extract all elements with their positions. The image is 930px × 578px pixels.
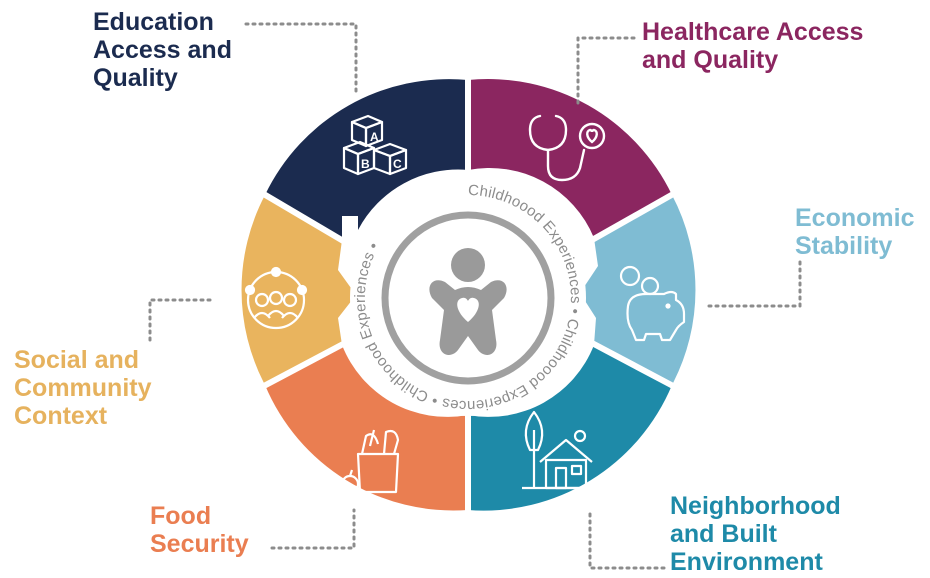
label-social: Social and Community Context [14, 346, 152, 430]
label-line: and Quality [642, 46, 779, 74]
label-healthcare: Healthcare Access and Quality [642, 18, 863, 74]
segment-education [265, 79, 468, 241]
label-line: Community [14, 374, 152, 402]
connector-food [270, 508, 356, 550]
label-line: Social and [14, 346, 140, 374]
label-line: Quality [93, 64, 178, 92]
block-letter-c: C [393, 157, 402, 171]
community-people-icon [246, 268, 306, 328]
block-letter-b: B [361, 157, 370, 171]
label-line: Neighborhood [670, 492, 841, 520]
label-economic: Economic Stability [795, 204, 914, 260]
abc-blocks-icon: A B C [344, 116, 406, 174]
connector-neighborhood [588, 510, 666, 570]
block-letter-a: A [370, 130, 379, 144]
grocery-bag-icon [342, 430, 398, 492]
label-line: Security [150, 530, 249, 558]
label-line: Access and [93, 36, 232, 64]
connector-education [244, 22, 358, 98]
inner-ring [381, 211, 555, 385]
label-line: Education [93, 8, 214, 36]
segment-economic [580, 195, 696, 385]
house-tree-icon [522, 412, 596, 488]
label-food: Food Security [150, 502, 249, 558]
child-figure-icon [429, 248, 507, 355]
segment-neighborhood [468, 345, 672, 511]
label-line: Environment [670, 548, 823, 576]
label-line: Food [150, 502, 212, 530]
stethoscope-heart-icon [530, 116, 604, 180]
connector-economic [704, 260, 802, 308]
label-line: Economic [795, 204, 915, 232]
segment-dividers [260, 70, 677, 520]
connector-healthcare [576, 36, 636, 106]
connector-social [148, 298, 212, 342]
label-neighborhood: Neighborhood and Built Environment [670, 492, 841, 576]
label-line: Healthcare Access [642, 18, 864, 46]
piggy-bank-icon [621, 267, 684, 340]
label-line: and Built [670, 520, 777, 548]
label-line: Stability [795, 232, 893, 260]
segment-food [265, 345, 468, 511]
label-line: Context [14, 402, 108, 430]
label-education: Education Access and Quality [93, 8, 232, 92]
segment-healthcare [468, 79, 672, 238]
